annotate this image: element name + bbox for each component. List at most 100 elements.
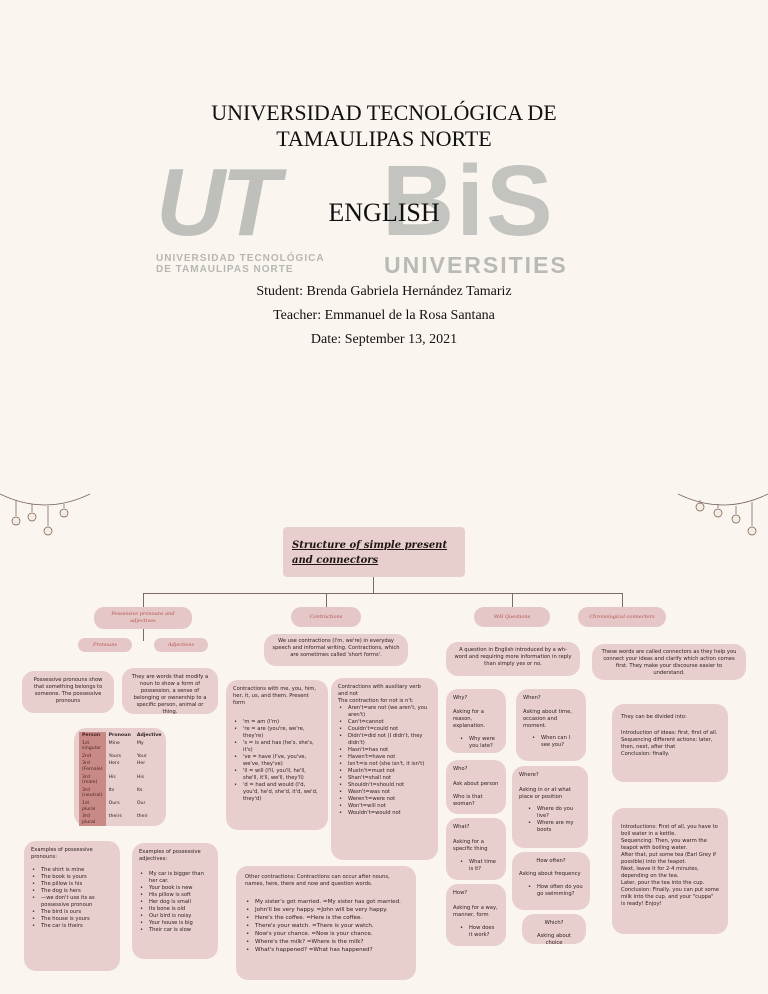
wh-howoften-card: How often? Asking about frequency How of… [512, 852, 590, 910]
chronological-divided-2: Sequencing different actions: later, the… [621, 737, 713, 750]
table-cell: their [136, 814, 148, 820]
date: Date: September 13, 2021 [310, 332, 458, 347]
chronological-example-sequencing: Sequencing: Then, you warm the teapot wi… [621, 838, 707, 851]
auxiliary-contractions-card: Contractions with auxiliary verb and not… [331, 678, 438, 860]
list-item: Couldn't=could not [338, 726, 431, 733]
chronological-example-after: After that, put some tea (Earl Grey if p… [621, 852, 716, 865]
wh-what-desc: Asking for a specific thing [453, 839, 488, 852]
other-contractions-title: Other contractions: Contractions can occ… [245, 874, 390, 887]
list-item: Aren't=are not (we aren't, you aren't) [338, 705, 431, 719]
list-item: My sister's got married. =My sister has … [245, 898, 407, 906]
student-name: Student: Brenda Gabriela Hernández Tamar… [256, 284, 512, 299]
list-item: Can't=cannot [338, 719, 431, 726]
university-name-line2: TAMAULIPAS NORTE [276, 126, 492, 151]
list-item: Isn't=is not (she isn't, it isn't) [338, 761, 431, 768]
list-item: What's happened? =What has happened? [245, 946, 407, 954]
wh-when-example: When can I see you? [531, 735, 579, 749]
logo-bis-text: BiS [382, 145, 555, 257]
list-item: John'll be very happy. =John will be ver… [245, 906, 407, 914]
table-cell: My [136, 740, 144, 746]
list-item: The bird is ours [31, 909, 113, 916]
university-logo: UT UNIVERSIDAD TECNOLÓGICA DE TAMAULIPAS… [150, 145, 566, 280]
chronological-example-later: Later, pour the tea into the cup. [621, 880, 705, 886]
list-item: —we don't use its as possessive pronoun [31, 895, 113, 909]
list-item: Our bird is noisy [139, 913, 211, 920]
table-header: Pronoun [108, 733, 131, 738]
chronological-example-intro: Introductions: First of all, you have to… [621, 824, 718, 837]
adjectives-definition: They are words that modify a noun to sho… [122, 668, 218, 714]
table-cell: 1st plural [79, 799, 106, 814]
adjective-examples-title: Examples of possessive adjectives: [139, 849, 201, 862]
list-item: Didn't=did not (I didn't, they didn't) [338, 733, 431, 747]
light-bulbs-left-icon [0, 493, 90, 536]
list-item: Wouldn't=would not [338, 810, 431, 817]
table-header: Adjective [136, 733, 162, 738]
table-cell: 3rd (Female) [79, 760, 106, 774]
list-item: Wasn't=was not [338, 789, 431, 796]
pronouns-definition: Possessive pronouns show that something … [22, 671, 114, 713]
list-item: Its bone is old [139, 906, 211, 913]
branch-possessive: Possessive pronouns and adjectives [94, 607, 192, 629]
wh-who-example: Who is that woman? [453, 794, 483, 807]
connector-line [622, 593, 623, 607]
list-item: Hasn't=has not [338, 747, 431, 754]
map-title: Structure of simple present and connecto… [283, 527, 465, 577]
wh-why-card: Why? Asking for a reason, explanation. W… [446, 689, 506, 753]
list-item: 'll = will (I'll, you'll, he'll, she'll,… [233, 768, 321, 782]
wh-intro: A question in English introduced by a wh… [446, 642, 580, 676]
wh-where-card: Where? Asking in or at what place or pos… [512, 766, 588, 848]
wh-who-desc: Ask about person [453, 781, 499, 787]
wh-what-example: What time is it? [459, 859, 499, 873]
list-item: The car is theirs [31, 923, 113, 930]
wh-how-title: How? [453, 890, 468, 896]
wh-what-card: What? Asking for a specific thing What t… [446, 818, 506, 880]
adjectives-label: Adjectives [154, 638, 208, 652]
list-item: Won't=will not [338, 803, 431, 810]
list-item: The shirt is mine [31, 867, 113, 874]
wh-which-title: Which? [544, 920, 564, 926]
list-item: Her dog is small [139, 899, 211, 906]
logo-ut-text: UT [156, 149, 280, 256]
chronological-types-card: They can be divided into: Introduction o… [612, 704, 728, 782]
adjective-examples-list: My car is bigger than her car. Your book… [139, 871, 211, 934]
table-cell: 3rd (male) [79, 773, 106, 787]
wh-why-desc: Asking for a reason, explanation. [453, 709, 486, 729]
wh-who-card: Who? Ask about person Who is that woman? [446, 760, 506, 814]
wh-howoften-desc: Asking about frequency [519, 871, 581, 877]
wh-where-example: Where are my boots [527, 820, 581, 834]
pronoun-examples-list: The shirt is mine The book is yours The … [31, 867, 113, 930]
list-item: Shouldn't=should not [338, 782, 431, 789]
list-item: Mustn't=must not [338, 768, 431, 775]
wh-where-title: Where? [519, 772, 539, 778]
connector-line [326, 593, 327, 607]
university-name-line1: UNIVERSIDAD TECNOLÓGICA DE [211, 100, 557, 125]
list-item: Shan't=shall not [338, 775, 431, 782]
connector-line [143, 629, 144, 641]
list-item: Where's the milk? =Where is the milk? [245, 938, 407, 946]
pronoun-examples-title: Examples of possessive pronouns: [31, 847, 93, 860]
list-item: Your book is new [139, 885, 211, 892]
connector-line [143, 593, 144, 607]
auxiliary-contractions-subtitle: The contraction for not is n't: [338, 698, 414, 704]
branch-contractions: Contractions [291, 607, 361, 627]
connector-line [512, 593, 513, 607]
light-bulbs-right-icon [678, 493, 768, 536]
list-item: The house is yours [31, 916, 113, 923]
wh-howoften-title: How often? [536, 858, 566, 864]
branch-wh-questions: WH Questions [474, 607, 550, 627]
logo-subtitle-2: DE TAMAULIPAS NORTE [156, 264, 294, 275]
table-cell: Hers [108, 761, 120, 767]
subject-title: ENGLISH [328, 198, 440, 227]
list-item: Weren't=were not [338, 796, 431, 803]
list-item: Your house is big [139, 920, 211, 927]
list-item: My car is bigger than her car. [139, 871, 211, 885]
list-item: The pillow is his [31, 881, 113, 888]
chronological-example-card: Introductions: First of all, you have to… [612, 808, 728, 934]
wh-how-desc: Asking for a way, manner, form [453, 905, 498, 918]
other-contractions-list: My sister's got married. =My sister has … [245, 898, 407, 954]
